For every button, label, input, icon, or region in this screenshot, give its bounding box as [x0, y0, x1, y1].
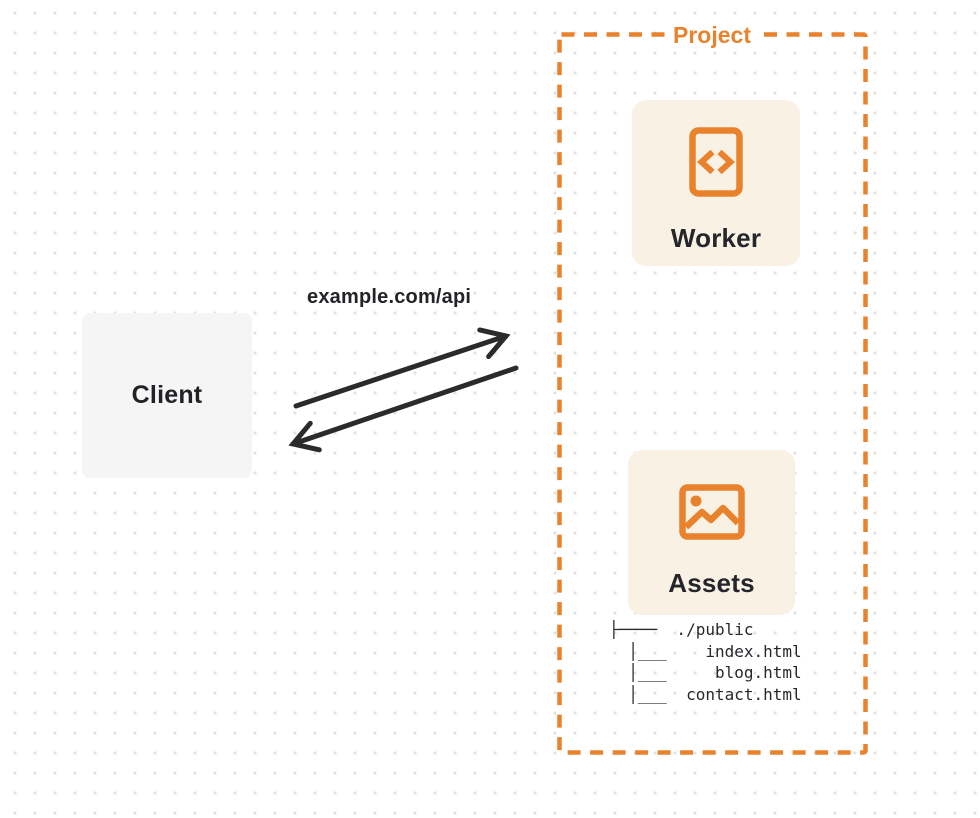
file-tree-line-index: │___ index.html — [609, 641, 802, 661]
project-label-row: Project — [559, 21, 865, 49]
worker-label: Worker — [670, 223, 762, 253]
request-url-label: example.com/api — [307, 286, 472, 308]
request-arrow — [293, 327, 511, 409]
assets-node: Assets — [628, 450, 795, 615]
file-tree-line-contact: │___ contact.html — [609, 684, 802, 704]
file-tree-line-blog: │___ blog.html — [609, 663, 802, 682]
assets-label: Assets — [668, 568, 755, 598]
project-label: Project — [666, 21, 758, 49]
client-node: Client — [82, 313, 252, 478]
client-label: Client — [131, 381, 203, 409]
assets-file-tree: ├──── ./public │___ index.html │___ blog… — [609, 619, 802, 705]
response-arrow — [288, 365, 519, 453]
code-file-icon — [689, 127, 743, 197]
image-icon — [678, 484, 745, 540]
worker-node: Worker — [632, 100, 800, 266]
file-tree-line-public: ├──── ./public — [609, 620, 754, 639]
